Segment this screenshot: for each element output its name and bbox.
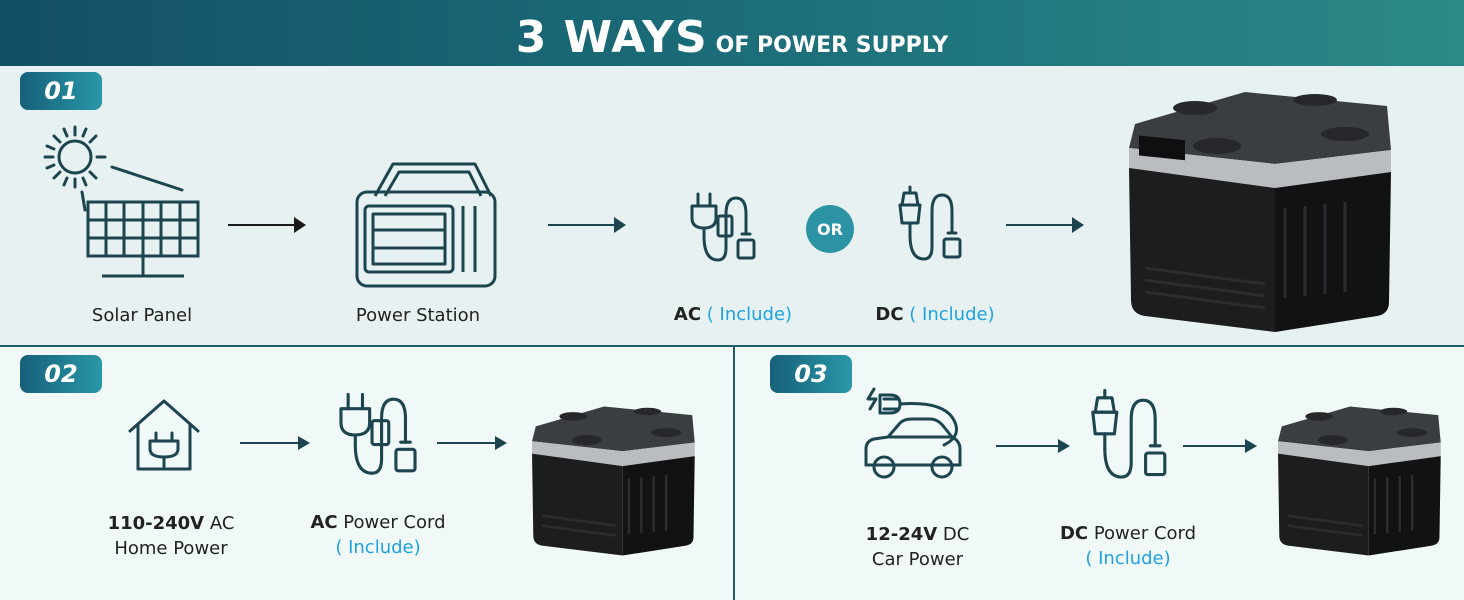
- electric-car-icon: [864, 387, 962, 479]
- solar-panel-label: Solar Panel: [91, 305, 193, 326]
- car-dc: DC: [937, 524, 970, 545]
- arrow-icon: [1183, 439, 1257, 453]
- divider-horizontal: [0, 345, 1464, 347]
- ac-cord-rest: Power Cord: [337, 512, 446, 533]
- title-big: 3 WAYS: [515, 12, 708, 63]
- ac-cord-include: ( Include): [335, 537, 421, 558]
- home-line2: Home Power: [114, 538, 228, 559]
- fridge-image: [1278, 406, 1441, 556]
- arrow-icon: [240, 436, 310, 450]
- dc-include: ( Include): [909, 304, 995, 325]
- ac-include-label: AC ( Include): [648, 302, 818, 327]
- power-station-icon: [355, 162, 497, 288]
- fridge-image: [1129, 92, 1391, 332]
- arrow-icon: [548, 217, 626, 233]
- dc-bold: DC: [875, 304, 904, 325]
- power-station-label: Power Station: [355, 305, 481, 326]
- car-volt: 12-24V: [865, 524, 938, 545]
- ac-cord-bold: AC: [310, 512, 338, 533]
- car-power-label: 12-24V DC Car Power: [840, 522, 995, 572]
- house-icon: [128, 399, 200, 471]
- dc-cord-label: DC Power Cord ( Include): [1048, 521, 1208, 571]
- badge-02: 02: [20, 355, 102, 393]
- ac-bold: AC: [673, 304, 702, 325]
- home-ac: AC: [204, 513, 235, 534]
- arrow-icon: [1006, 217, 1084, 233]
- dc-cord-include: ( Include): [1085, 548, 1171, 569]
- dc-plug-icon: [1091, 389, 1167, 479]
- car-line2: Car Power: [871, 549, 964, 570]
- arrow-icon: [996, 439, 1070, 453]
- ac-include: ( Include): [706, 304, 793, 325]
- home-power-label: 110-240V AC Home Power: [92, 511, 250, 561]
- arrow-icon: [437, 436, 507, 450]
- dc-cord-bold: DC: [1059, 523, 1089, 544]
- or-badge: OR: [806, 205, 854, 253]
- arrow-icon: [228, 217, 306, 233]
- car-line1: 12-24V DC: [840, 522, 995, 547]
- ac-plug-icon: [339, 392, 417, 475]
- dc-plug-icon: [898, 185, 962, 261]
- badge-03: 03: [770, 355, 852, 393]
- ac-plug-icon: [690, 192, 756, 262]
- fridge-image: [532, 406, 695, 556]
- title-small: OF POWER SUPPLY: [715, 33, 949, 58]
- dc-cord-rest: Power Cord: [1088, 523, 1197, 544]
- badge-01: 01: [20, 72, 102, 110]
- ac-cord-line1: AC Power Cord: [298, 510, 458, 535]
- solar-panel-icon: [43, 125, 200, 278]
- dc-cord-line1: DC Power Cord: [1048, 521, 1208, 546]
- divider-vertical: [733, 347, 735, 600]
- ac-cord-label: AC Power Cord ( Include): [298, 510, 458, 560]
- home-line1: 110-240V AC: [92, 511, 250, 536]
- home-volt: 110-240V: [107, 513, 205, 534]
- header-banner: 3 WAYS OF POWER SUPPLY: [0, 0, 1464, 66]
- page-title: 3 WAYS OF POWER SUPPLY: [0, 12, 1464, 63]
- dc-include-label: DC ( Include): [850, 302, 1020, 327]
